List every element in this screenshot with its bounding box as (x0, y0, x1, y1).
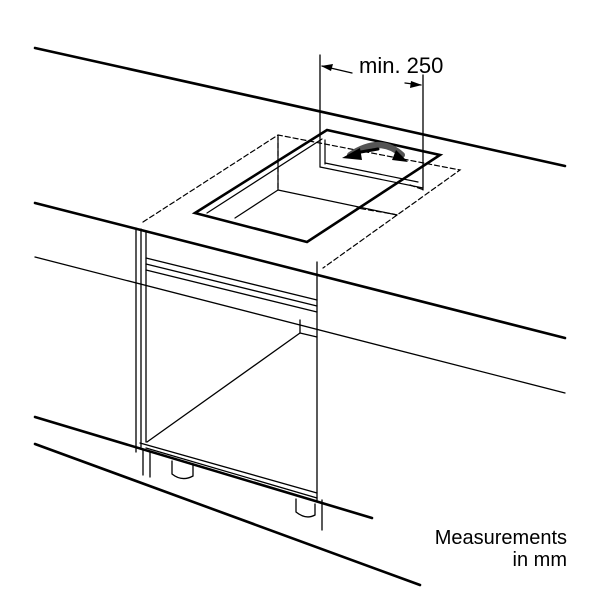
hob-cutout (191, 128, 444, 244)
ventilation-box (319, 136, 424, 189)
airflow-arrow-icon (342, 142, 408, 162)
dimension-min-250 (319, 54, 424, 188)
hidden-outline (142, 134, 462, 269)
units-note-line2: in mm (513, 549, 567, 571)
units-note-line1: Measurements (435, 527, 567, 549)
cabinet-legs (171, 460, 316, 518)
worktop (33, 46, 567, 394)
floor-lines (33, 415, 422, 587)
base-cabinet (135, 227, 323, 531)
dimension-label: min. 250 (359, 53, 443, 78)
